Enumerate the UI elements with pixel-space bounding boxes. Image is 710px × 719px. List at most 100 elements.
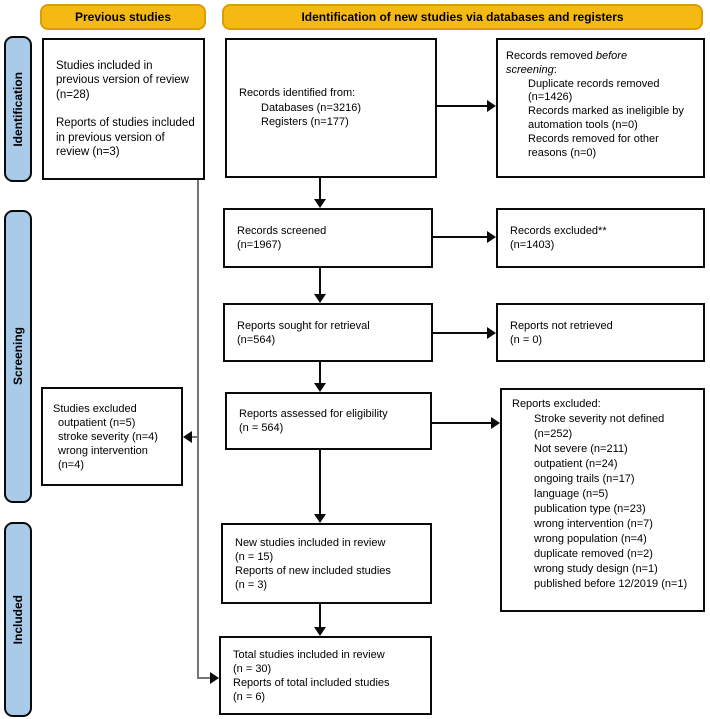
box-total-studies: Total studies included in review(n = 30)… bbox=[219, 636, 432, 715]
studies-excluded-items: outpatient (n=5)stroke severity (n=4)wro… bbox=[53, 416, 175, 472]
previous-studies-header-label: Previous studies bbox=[74, 10, 172, 24]
records-removed-title-colon: : bbox=[553, 63, 557, 76]
stage-label-screening-text: Screening bbox=[11, 327, 25, 386]
text-line: Reports sought for retrieval bbox=[237, 319, 370, 332]
paragraph-gap bbox=[56, 102, 197, 116]
arrow-right-icon bbox=[487, 231, 496, 243]
text-line: Reports of new included studies bbox=[235, 564, 391, 577]
box-reports-excluded: Reports excluded: Stroke severity not de… bbox=[500, 388, 705, 612]
text-line: Records marked as ineligible by automati… bbox=[528, 105, 684, 131]
text-line: Total studies included in review bbox=[233, 648, 385, 661]
connector-identified-to-removed bbox=[437, 105, 488, 107]
previous-studies-para2: Reports of studies included in previous … bbox=[56, 117, 195, 158]
arrow-down-icon bbox=[314, 514, 326, 523]
identification-new-studies-header: Identification of new studies via databa… bbox=[222, 4, 703, 30]
box-records-excluded: Records excluded** (n=1403) bbox=[496, 208, 705, 268]
text-line: language (n=5) bbox=[534, 488, 609, 500]
text-line: (n=1403) bbox=[510, 239, 555, 251]
connector-previous-to-total-horizontal bbox=[197, 677, 211, 679]
text-line: duplicate removed (n=2) bbox=[534, 548, 653, 560]
box-previous-studies: Studies included in previous version of … bbox=[42, 38, 205, 180]
reports-excluded-title: Reports excluded: bbox=[512, 398, 601, 410]
box-reports-not-retrieved: Reports not retrieved(n = 0) bbox=[496, 303, 705, 362]
box-studies-excluded: Studies excluded outpatient (n=5)stroke … bbox=[41, 387, 183, 486]
previous-studies-header: Previous studies bbox=[40, 4, 206, 30]
records-identified-title: Records identified from: bbox=[239, 87, 356, 100]
records-removed-items: Duplicate records removed (n=1426)Record… bbox=[506, 78, 697, 161]
connector-assessed-to-reports-excluded bbox=[432, 422, 492, 424]
connector-sought-to-assessed bbox=[319, 362, 321, 384]
text-line: Records excluded** bbox=[510, 225, 607, 237]
text-line: (n = 0) bbox=[510, 333, 543, 346]
text-line: (n = 6) bbox=[233, 690, 266, 703]
reports-assessed-lines: Reports assessed for eligibility (n = 564… bbox=[239, 407, 424, 435]
text-line: ongoing trails (n=17) bbox=[534, 473, 635, 485]
text-line: published before 12/2019 (n=1) bbox=[534, 578, 688, 590]
text-line: wrong population (n=4) bbox=[534, 533, 647, 545]
records-removed-title-line1: Records removed before bbox=[506, 50, 697, 64]
records-removed-title-italic1: before bbox=[595, 50, 628, 62]
text-line: (n = 564) bbox=[239, 422, 284, 434]
connector-sought-to-not-retrieved bbox=[433, 332, 488, 334]
text-line: (n=1967) bbox=[237, 239, 282, 251]
stage-label-identification-text: Identification bbox=[11, 71, 25, 147]
stage-label-included-text: Included bbox=[11, 594, 25, 645]
text-line: outpatient (n=24) bbox=[534, 458, 618, 470]
box-new-studies: New studies included in review(n = 15)Re… bbox=[221, 523, 432, 604]
reports-excluded-items: Stroke severity not defined (n=252) Not s… bbox=[512, 412, 697, 592]
text-line: Duplicate records removed (n=1426) bbox=[528, 77, 660, 104]
records-screened-lines: Records screened (n=1967) bbox=[237, 224, 425, 252]
arrow-down-icon bbox=[314, 383, 326, 392]
connector-new-to-total bbox=[319, 604, 321, 628]
text-line: wrong intervention (n=7) bbox=[534, 518, 653, 530]
connector-assessed-to-new bbox=[319, 450, 321, 515]
box-records-removed: Records removed before screening: Duplic… bbox=[496, 38, 705, 178]
previous-studies-para1: Studies included in previous version of … bbox=[56, 59, 189, 101]
text-line: stroke severity (n=4) bbox=[58, 430, 158, 443]
connector-screened-to-sought bbox=[319, 268, 321, 295]
total-studies-lines: Total studies included in review(n = 30)… bbox=[233, 648, 424, 704]
connector-identified-to-screened bbox=[319, 178, 321, 200]
records-excluded-lines: Records excluded** (n=1403) bbox=[510, 224, 697, 252]
box-records-identified: Records identified from: Databases (n=32… bbox=[225, 38, 437, 178]
records-removed-title-normal: Records removed bbox=[506, 50, 596, 62]
connector-previous-to-total-vertical bbox=[197, 180, 199, 679]
text-line: wrong intervention (n=4) bbox=[58, 444, 148, 471]
text-line: New studies included in review bbox=[235, 536, 386, 549]
records-identified-items: Databases (n=3216) Registers (n=177) bbox=[239, 101, 429, 130]
text-line: Databases (n=3216) bbox=[261, 101, 361, 114]
text-line: Not severe (n=211) bbox=[534, 443, 628, 455]
text-line: outpatient (n=5) bbox=[58, 416, 136, 429]
box-records-screened: Records screened (n=1967) bbox=[223, 208, 433, 268]
text-line: Reports of total included studies bbox=[233, 676, 390, 689]
reports-not-retrieved-lines: Reports not retrieved(n = 0) bbox=[510, 319, 697, 347]
arrow-right-icon bbox=[491, 417, 500, 429]
arrow-right-icon bbox=[487, 100, 496, 112]
text-line: Stroke severity not defined (n=252) bbox=[534, 413, 665, 440]
text-line: (n=564) bbox=[237, 333, 276, 346]
box-reports-assessed: Reports assessed for eligibility (n = 564… bbox=[225, 392, 432, 450]
text-line: Reports assessed for eligibility bbox=[239, 408, 388, 420]
reports-sought-lines: Reports sought for retrieval(n=564) bbox=[237, 319, 425, 347]
text-line: Records screened bbox=[237, 225, 327, 237]
records-removed-title-line2: screening: bbox=[506, 64, 697, 78]
text-line: (n = 30) bbox=[233, 662, 272, 675]
identification-new-studies-header-label: Identification of new studies via databa… bbox=[301, 10, 624, 24]
new-studies-lines: New studies included in review(n = 15)Re… bbox=[235, 536, 424, 592]
records-removed-title-italic2: screening bbox=[506, 63, 554, 76]
studies-excluded-title: Studies excluded bbox=[53, 402, 137, 415]
text-line: Reports not retrieved bbox=[510, 319, 613, 332]
connector-screened-to-excluded bbox=[433, 236, 488, 238]
text-line: (n = 15) bbox=[235, 550, 274, 563]
arrow-right-icon bbox=[487, 327, 496, 339]
stage-label-included: Included bbox=[4, 522, 32, 717]
text-line: (n = 3) bbox=[235, 578, 268, 591]
arrow-left-icon bbox=[183, 431, 192, 443]
box-reports-sought: Reports sought for retrieval(n=564) bbox=[223, 303, 433, 362]
arrow-right-icon bbox=[210, 672, 219, 684]
stage-label-screening: Screening bbox=[4, 210, 32, 503]
stage-label-identification: Identification bbox=[4, 36, 32, 182]
text-line: Registers (n=177) bbox=[261, 116, 349, 129]
arrow-down-icon bbox=[314, 199, 326, 208]
